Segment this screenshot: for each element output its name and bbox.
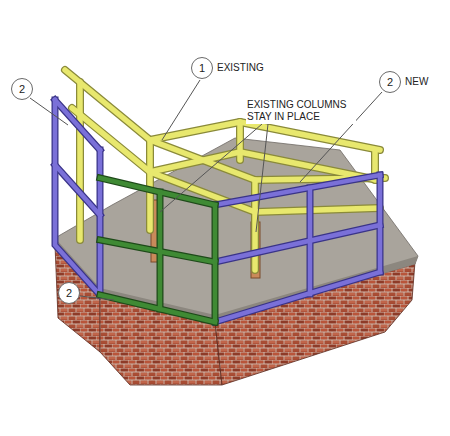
leader-lines [30,80,382,300]
callout-label: NEW [405,75,428,89]
callout-number: 1 [191,57,213,79]
existing-railing [65,70,385,270]
callout-bubble: 2NEW [379,71,401,93]
callout-bubble: 1EXISTING [191,57,213,79]
callout-bubble: 2 [11,78,33,100]
callout-number: 2 [379,71,401,93]
callout-number: 2 [11,78,33,100]
new-railing [55,100,380,322]
concrete-slab [55,138,418,322]
callout-label: EXISTING [217,61,264,75]
callout-number: 2 [58,282,80,304]
note-label: EXISTING COLUMNS STAY IN PLACE [246,98,356,124]
callout-bubble: 2 [58,282,80,304]
slab-edge [55,238,418,322]
